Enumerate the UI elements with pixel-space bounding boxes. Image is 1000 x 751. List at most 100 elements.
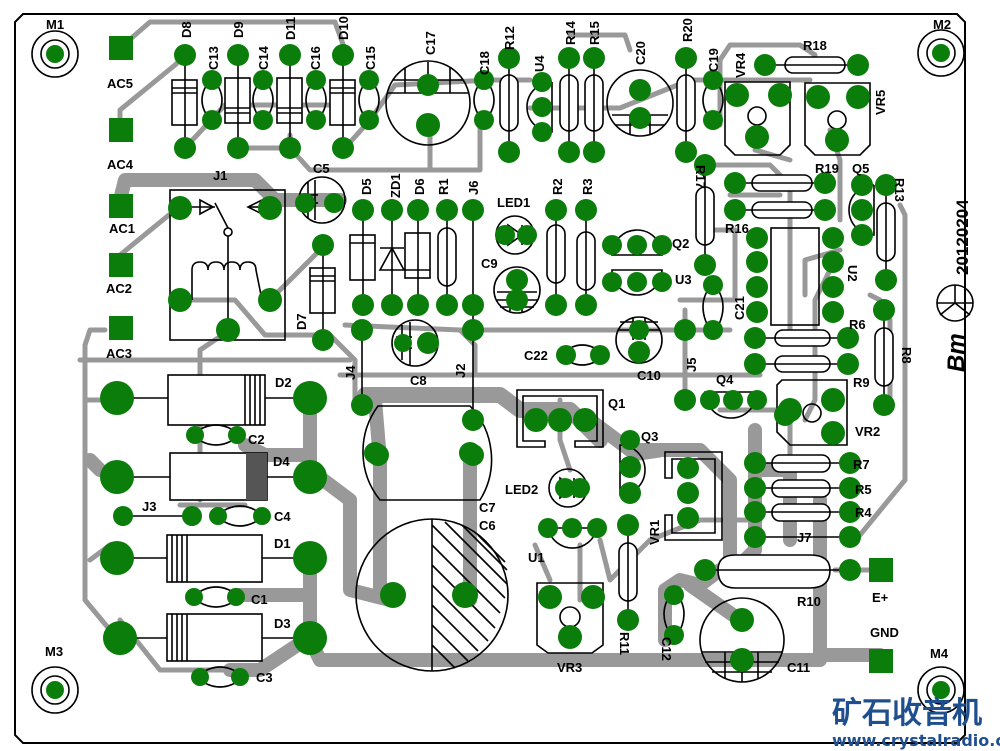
pad [619,482,641,504]
label-zd1: ZD1 [388,173,403,198]
pad [293,621,327,655]
connector-pad [109,316,133,340]
pad [664,585,684,605]
pad [174,137,196,159]
pad [562,518,582,538]
pad [581,585,605,609]
label-u3: U3 [675,272,692,287]
pad [839,477,861,499]
pad [202,70,222,90]
label-c3: C3 [256,670,273,685]
pad [573,408,597,432]
label-d10: D10 [336,16,351,40]
pad [538,518,558,538]
label-vr4: VR4 [733,52,748,78]
label-c2: C2 [248,432,265,447]
pad [587,518,607,538]
pad [575,199,597,221]
pads [46,36,950,699]
pad [825,128,849,152]
label-j6: J6 [466,181,481,195]
pad [746,276,768,298]
label-c6: C6 [479,518,496,533]
label-d2: D2 [275,375,292,390]
label-ac5: AC5 [107,76,133,91]
pad [602,272,622,292]
pad [524,408,548,432]
pad [545,199,567,221]
label-q5: Q5 [852,161,869,176]
label-r7: R7 [853,457,870,472]
label-c9: C9 [481,256,498,271]
pad [332,137,354,159]
pad [875,174,897,196]
label-vr2: VR2 [855,424,880,439]
pad [617,514,639,536]
pad [677,507,699,529]
pad [474,70,494,90]
pad [851,199,873,221]
pad [332,44,354,66]
label-ac3: AC3 [106,346,132,361]
pad [724,172,746,194]
mounting-hole-m3 [31,666,79,714]
pad [744,327,766,349]
pad [674,389,696,411]
pad [558,141,580,163]
label-c11: C11 [787,660,810,675]
label-r19: R19 [815,161,839,176]
pad [744,501,766,523]
pad [570,478,590,498]
label-c7: C7 [479,500,496,515]
pad [846,85,870,109]
pad [652,272,672,292]
manufacturer-logo [936,284,974,322]
pad [381,294,403,316]
pad [351,319,373,341]
pad [590,345,610,365]
pad [324,193,344,213]
pad [100,541,134,575]
label-c16: C16 [308,46,323,70]
label-led2: LED2 [505,482,538,497]
pad [253,110,273,130]
pad [556,345,576,365]
pad [498,47,520,69]
logo-text: Bm [943,333,970,372]
pad [295,193,315,213]
pad [617,609,639,631]
pad [293,541,327,575]
pad [462,199,484,221]
label-j2: J2 [453,364,468,378]
label-r16: R16 [725,221,749,236]
pad [306,110,326,130]
pad [652,235,672,255]
label-vr5: VR5 [873,90,888,115]
pad [768,83,792,107]
pad [452,582,478,608]
pad [675,47,697,69]
pad [555,478,575,498]
pad [462,294,484,316]
pad [873,394,895,416]
label-d5: D5 [359,178,374,195]
pad [745,125,769,149]
pad [538,585,562,609]
pad [677,457,699,479]
pad [746,227,768,249]
pad [532,122,552,142]
label-c21: C21 [732,296,747,320]
pad [724,199,746,221]
pad [700,390,720,410]
pad [703,110,723,130]
pad [253,70,273,90]
pad [806,85,830,109]
label-r2: R2 [550,178,565,195]
pad [677,482,699,504]
pad [462,409,484,431]
pad [182,506,202,526]
label-j1: J1 [213,168,227,183]
pad [821,421,845,445]
label-j7: J7 [797,530,811,545]
